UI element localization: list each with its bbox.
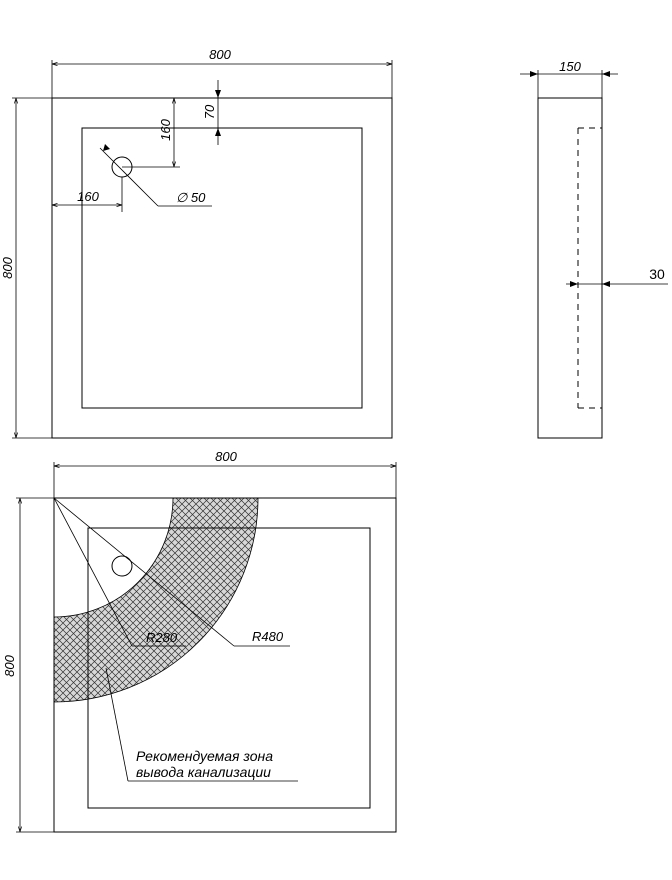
zone-note-line2: вывода канализации [136, 764, 271, 780]
bottom-width-label: 800 [215, 449, 237, 464]
top-height-label: 800 [0, 256, 15, 278]
side-thickness-label: 30 [649, 266, 665, 282]
bottom-inner-frame [87, 527, 371, 809]
offset-160-v-label: 160 [158, 118, 173, 140]
recommended-drain-zone [54, 498, 259, 703]
side-depth-label: 150 [559, 59, 581, 74]
side-view: 150 30 [520, 59, 668, 439]
drain-diameter-label: ∅ 50 [176, 190, 206, 205]
top-inner-frame [81, 127, 363, 409]
offset-160-h-label: 160 [77, 189, 99, 204]
bottom-height-label: 800 [2, 654, 17, 676]
top-view: 800 800 70 160 ∅ 50 160 [0, 47, 393, 439]
bottom-view: 800 800 R280 R480 Рекомендуемая зона выв… [2, 449, 397, 833]
bottom-drain-hole [111, 555, 133, 577]
radius-inner-label: R280 [146, 630, 178, 645]
side-outer-frame [537, 97, 603, 439]
zone-note-line1: Рекомендуемая зона [136, 748, 273, 764]
offset-70-label: 70 [202, 104, 217, 119]
top-width-label: 800 [209, 47, 231, 62]
radius-outer-label: R480 [252, 629, 284, 644]
top-outer-frame [51, 97, 393, 439]
bottom-outer-frame [53, 497, 397, 833]
